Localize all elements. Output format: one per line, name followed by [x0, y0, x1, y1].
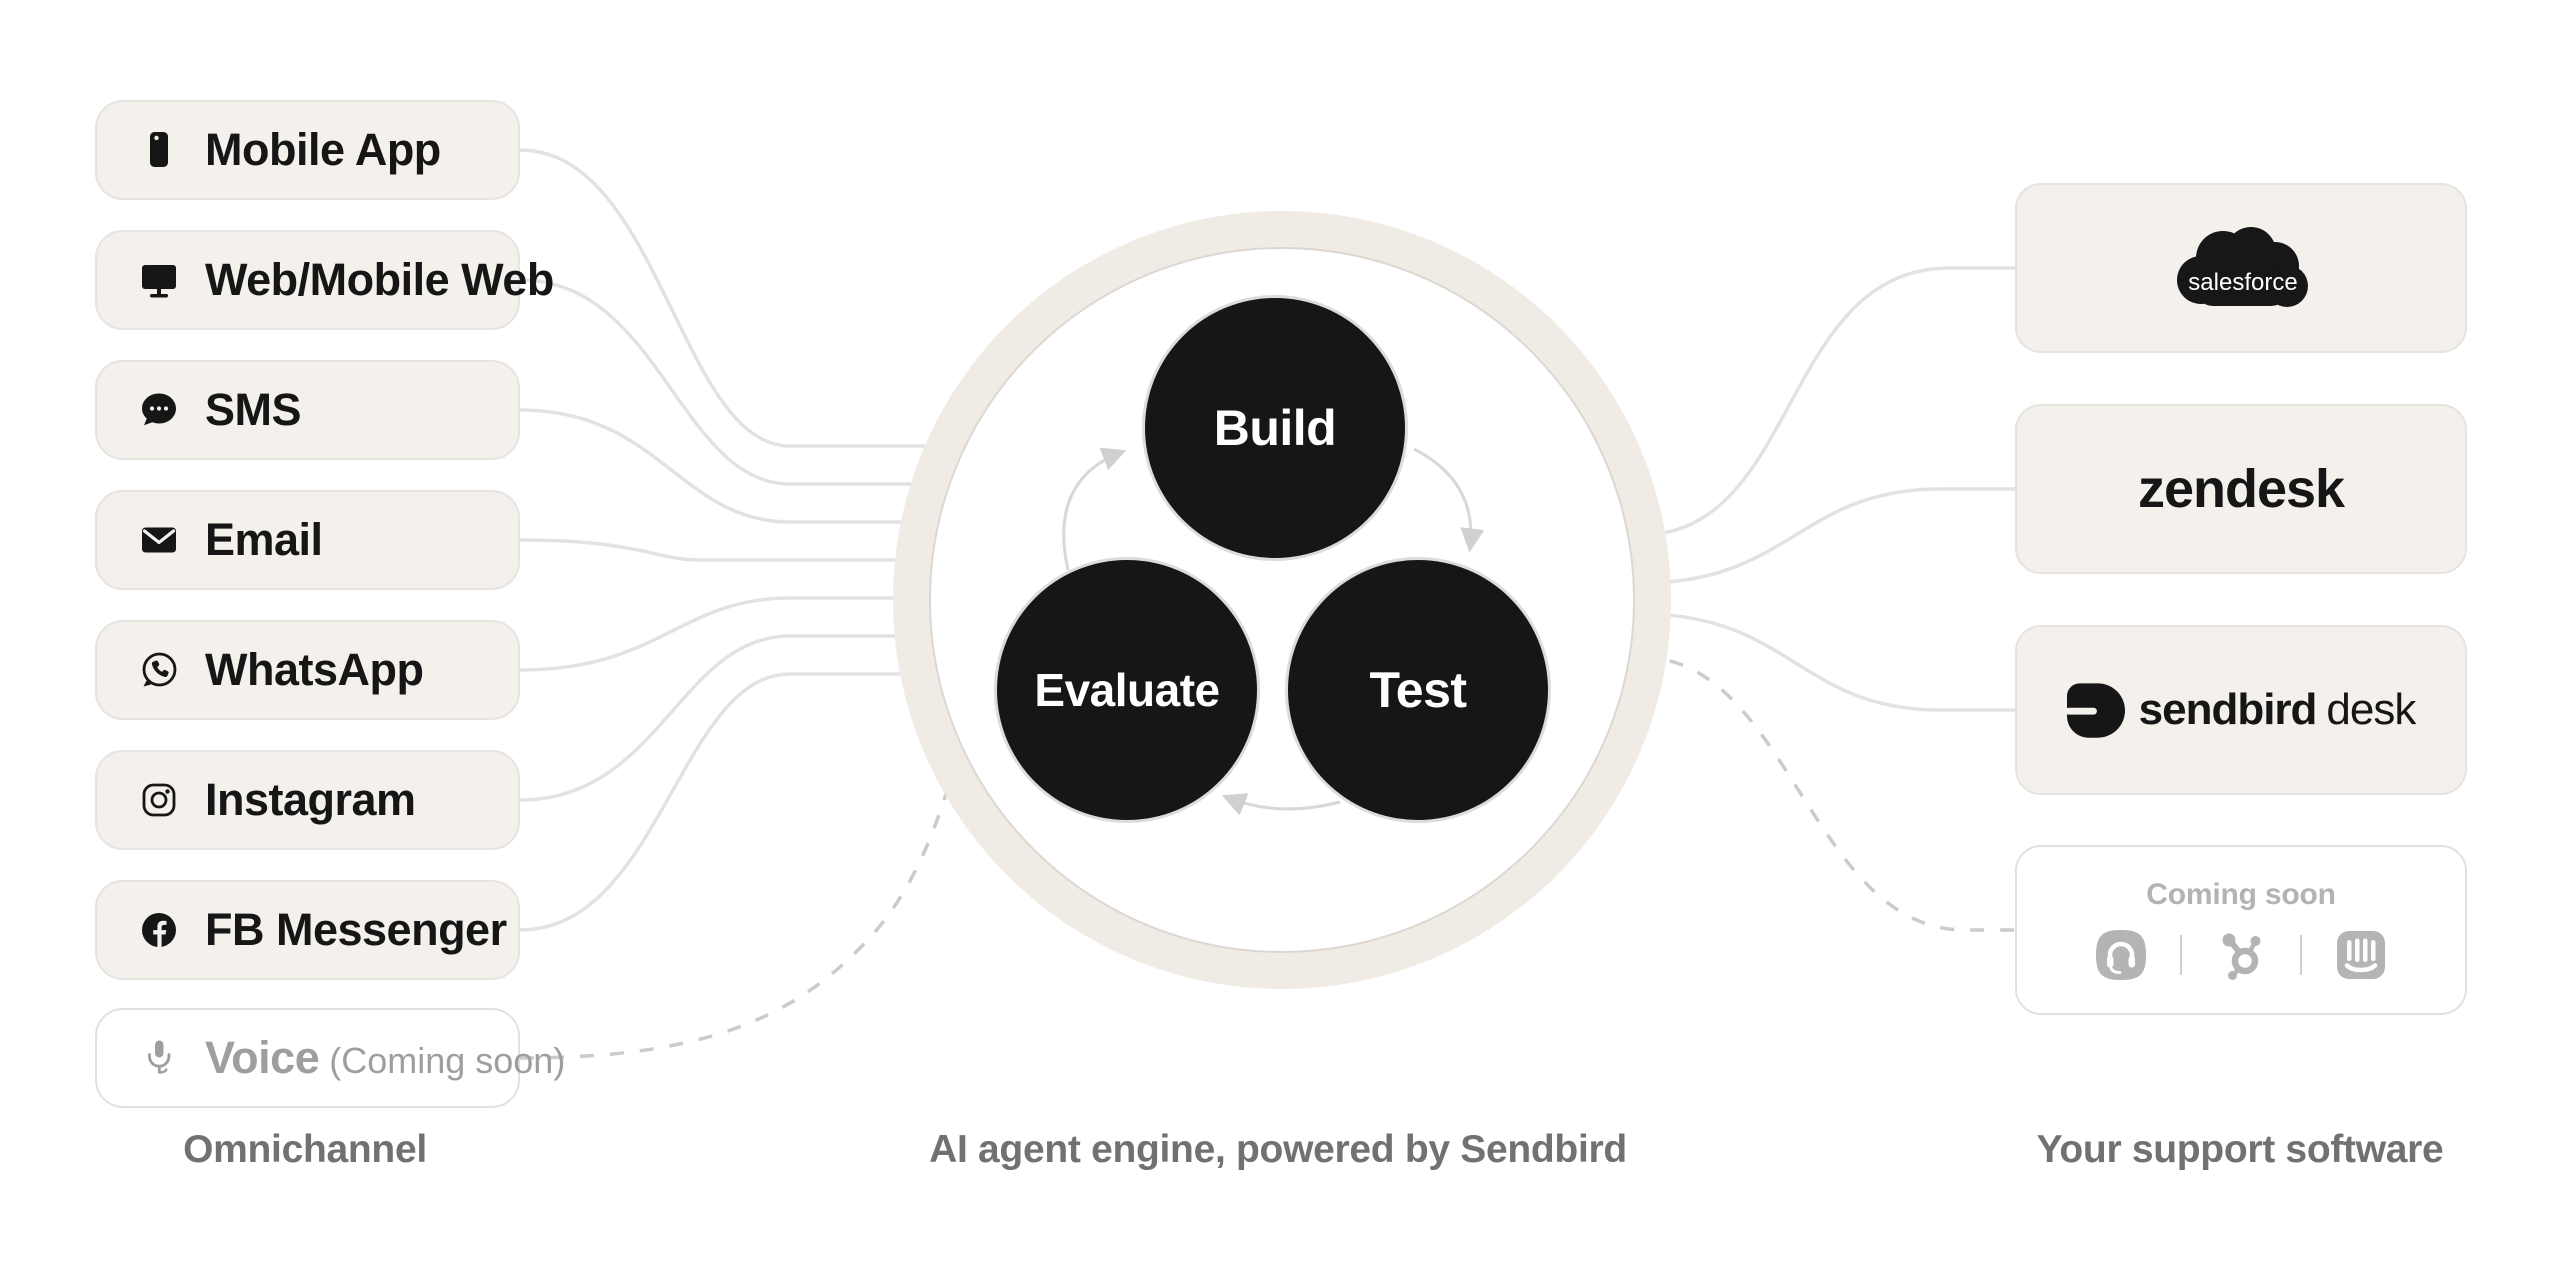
- channel-card-whatsapp: WhatsApp: [95, 620, 520, 720]
- connector-sms: [519, 408, 940, 524]
- connector-web: [519, 278, 940, 486]
- icon-divider: [2300, 935, 2302, 975]
- cycle-node-evaluate: Evaluate: [997, 560, 1257, 820]
- sms-bubble-icon: [142, 393, 176, 426]
- support-card-salesforce: salesforce: [2015, 183, 2467, 353]
- channel-label: Mobile App: [205, 124, 441, 175]
- instagram-icon: [142, 783, 176, 817]
- envelope-icon: [142, 527, 176, 553]
- channel-label: WhatsApp: [205, 644, 424, 695]
- arrow-test-to-evaluate: [1221, 793, 1341, 816]
- sendbird-desk-icon: [2066, 682, 2125, 738]
- channel-card-web: Web/Mobile Web: [95, 230, 554, 330]
- connector-mobile-app: [519, 148, 940, 448]
- salesforce-logo-icon: salesforce: [2177, 227, 2308, 307]
- channel-label: Email: [205, 514, 323, 565]
- connector-voice-dashed: [519, 705, 974, 1060]
- right-column-caption: Your support software: [2036, 1128, 2444, 1171]
- salesforce-wordmark: salesforce: [2188, 269, 2297, 296]
- microphone-icon: [148, 1040, 171, 1074]
- sendbird-wordmark-bold: sendbird: [2138, 685, 2318, 734]
- coming-soon-label: Coming soon: [2146, 878, 2336, 911]
- mobile-phone-icon: [150, 132, 168, 167]
- channel-label: SMS: [205, 384, 302, 435]
- hubspot-icon: [2222, 933, 2261, 980]
- left-column-caption: Omnichannel: [183, 1128, 427, 1171]
- connector-instagram: [519, 634, 940, 802]
- support-card-zendesk: zendesk: [2015, 404, 2467, 574]
- channel-label-suffix: (Coming soon): [329, 1040, 566, 1081]
- center-caption: AI agent engine, powered by Sendbird: [929, 1128, 1627, 1171]
- connector-whatsapp: [519, 596, 940, 672]
- channel-card-email: Email: [95, 490, 520, 590]
- channel-card-fb-messenger: FB Messenger: [95, 880, 520, 980]
- connector-salesforce: [1639, 266, 2018, 537]
- headset-icon: [2096, 930, 2146, 980]
- channel-label: Voice: [205, 1032, 320, 1083]
- channel-label: Web/Mobile Web: [205, 254, 554, 305]
- intercom-icon: [2337, 931, 2385, 979]
- connector-zendesk: [1641, 487, 2018, 585]
- sendbird-wordmark-desk: desk: [2326, 685, 2416, 734]
- cycle-node-test: Test: [1288, 560, 1548, 820]
- connector-coming-soon-dashed: [1639, 655, 2018, 932]
- arrow-evaluate-to-build: [1062, 447, 1127, 571]
- connector-email: [519, 538, 940, 562]
- channel-card-sms: SMS: [95, 360, 520, 460]
- channel-label: FB Messenger: [205, 904, 507, 955]
- cycle-node-label: Test: [1369, 662, 1467, 718]
- arrow-build-to-test: [1413, 447, 1485, 553]
- channel-label: Instagram: [205, 774, 416, 825]
- connector-fb-messenger: [519, 672, 940, 932]
- whatsapp-icon: [142, 652, 177, 687]
- support-card-coming-soon: Coming soon: [2015, 845, 2467, 1015]
- connector-sendbird-desk: [1641, 612, 2018, 712]
- channel-card-instagram: Instagram: [95, 750, 520, 850]
- icon-divider: [2180, 935, 2182, 975]
- channel-card-voice: Voice(Coming soon): [95, 1008, 565, 1108]
- facebook-icon: [142, 913, 176, 947]
- cycle-node-label: Build: [1213, 400, 1337, 456]
- channel-card-mobile-app: Mobile App: [95, 100, 520, 200]
- cycle-node-label: Evaluate: [1034, 664, 1220, 716]
- zendesk-wordmark: zendesk: [2137, 459, 2345, 519]
- cycle-node-build: Build: [1145, 298, 1405, 558]
- desktop-icon: [142, 265, 176, 298]
